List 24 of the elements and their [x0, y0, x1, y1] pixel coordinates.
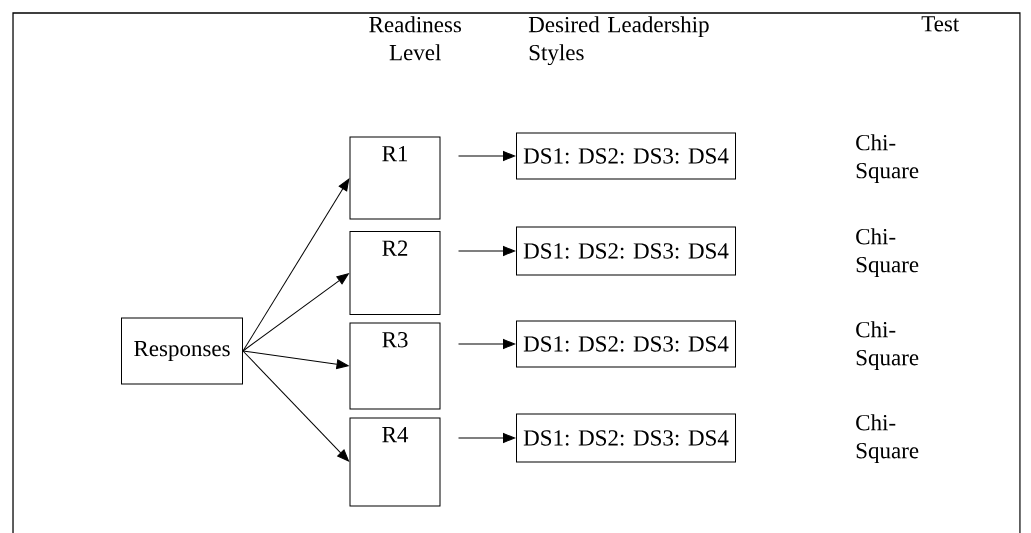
readiness-box: R3	[349, 322, 441, 410]
arrow	[242, 350, 350, 462]
style-box: DS1: DS2: DS3: DS4	[516, 320, 736, 368]
arrow	[458, 246, 516, 256]
readiness-box: R1	[349, 136, 441, 220]
style-box: DS1: DS2: DS3: DS4	[516, 132, 736, 180]
test-label: Chi- Square	[856, 321, 919, 371]
column-heading: Readiness Level	[369, 16, 461, 61]
readiness-box: R2	[349, 231, 441, 315]
style-box: DS1: DS2: DS3: DS4	[516, 413, 736, 463]
readiness-box: R4	[349, 417, 441, 507]
arrow	[458, 339, 516, 349]
style-box: DS1: DS2: DS3: DS4	[516, 226, 736, 276]
response-box: Responses	[121, 317, 243, 385]
arrow	[458, 151, 516, 161]
arrow	[242, 350, 349, 370]
arrow	[242, 273, 349, 352]
arrow	[458, 433, 516, 443]
test-label: Chi- Square	[856, 414, 919, 464]
arrow	[242, 178, 350, 352]
test-label: Chi- Square	[856, 134, 919, 184]
column-heading: Test	[921, 16, 960, 32]
column-heading: Desired Leadership Styles	[528, 16, 709, 66]
test-label: Chi- Square	[856, 228, 919, 278]
